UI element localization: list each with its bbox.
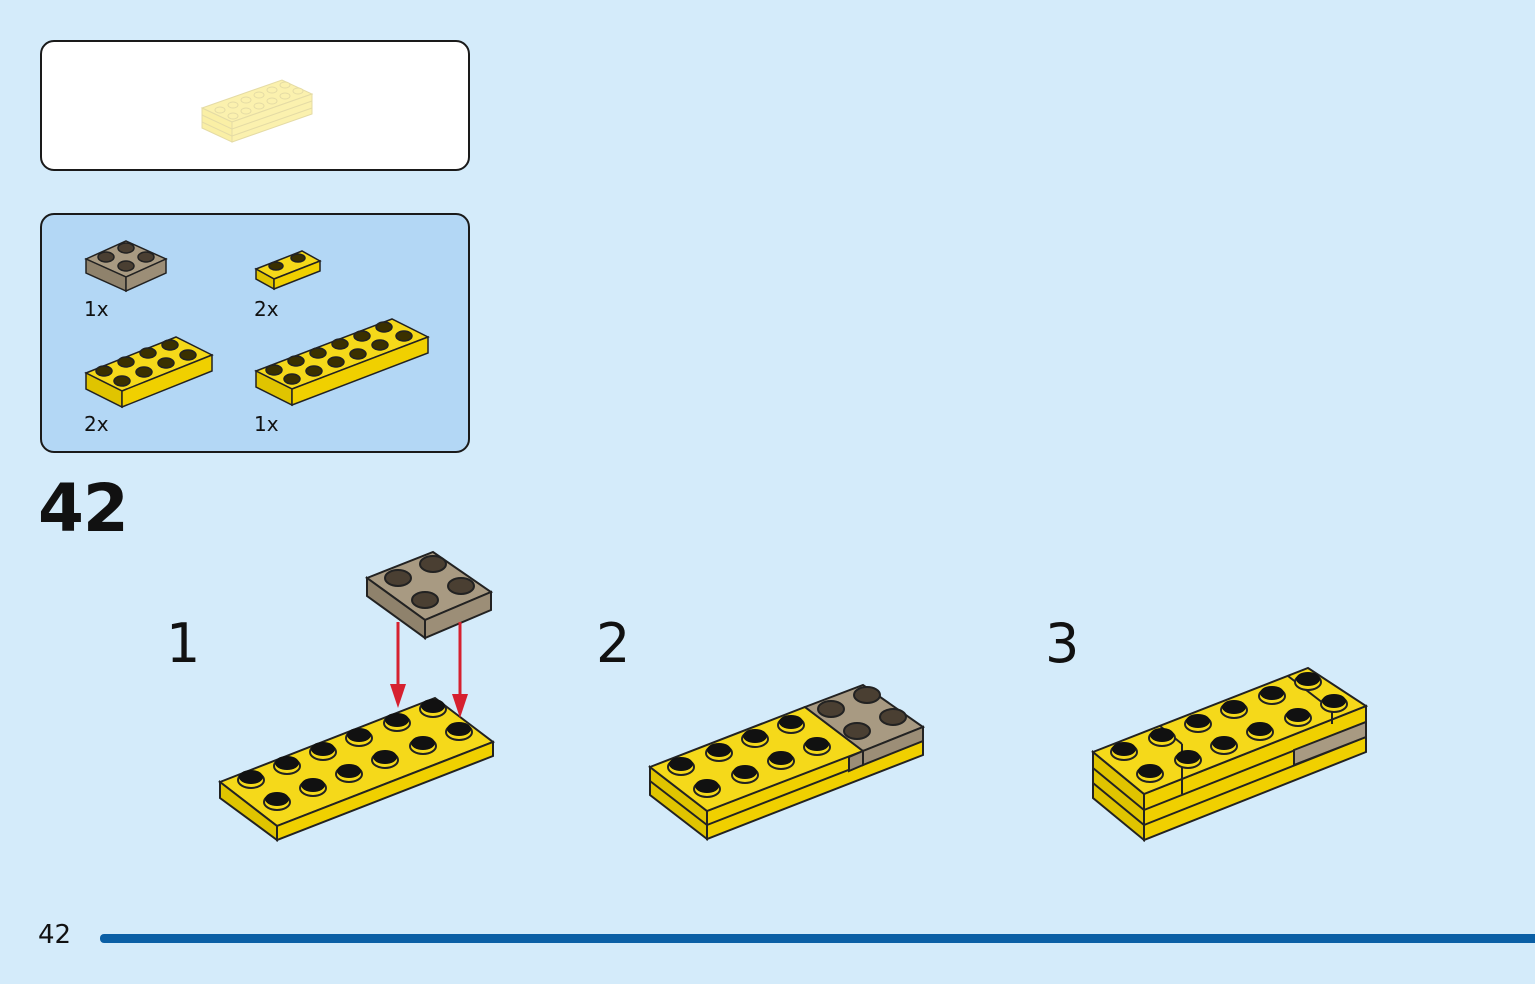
brown-plate-2x2-icon (84, 240, 168, 293)
part-qty: 1x (84, 297, 109, 321)
part-qty: 2x (84, 412, 109, 436)
substep-label: 1 (166, 612, 201, 675)
preview-box (40, 40, 470, 171)
yellow-plate-2x4-icon (84, 336, 214, 409)
part-qty: 2x (254, 297, 279, 321)
parts-list-panel: 1x 2x 2x (40, 213, 470, 453)
substep-label: 2 (596, 612, 631, 675)
part-qty: 1x (254, 412, 279, 436)
step-number: 42 (38, 470, 129, 547)
substep-label: 3 (1045, 612, 1080, 675)
substep-1-illustration (217, 550, 496, 842)
yellow-plate-2x6-icon (254, 318, 430, 407)
page-number: 42 (38, 920, 72, 950)
substep-2-illustration (647, 683, 926, 842)
yellow-plate-1x2-icon (254, 250, 322, 291)
faded-brick-assembly-icon (200, 79, 314, 143)
substep-3-illustration (1091, 666, 1369, 843)
footer-bar (100, 934, 1535, 943)
